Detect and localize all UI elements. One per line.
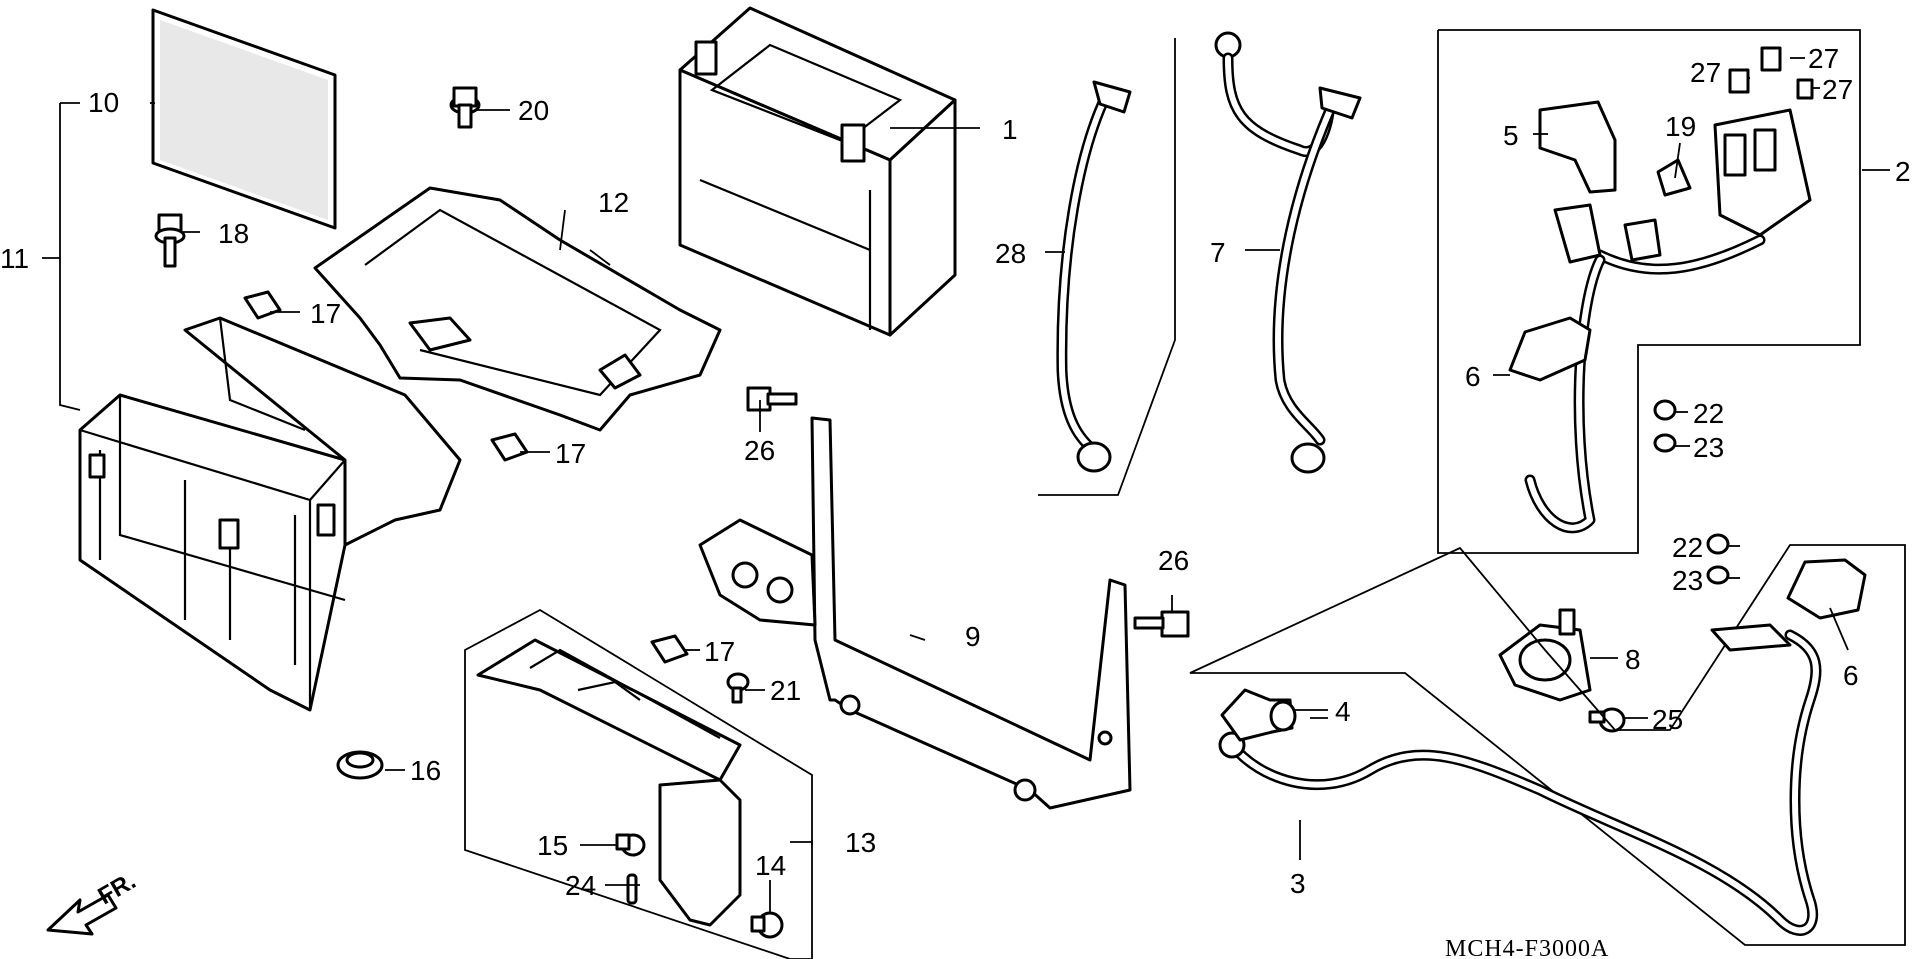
callout-23-b: 23 [1672, 565, 1703, 596]
part-20-bolt [449, 86, 481, 129]
part-17-clip-a [243, 290, 282, 320]
callout-20: 20 [518, 95, 549, 126]
callout-28: 28 [995, 238, 1026, 269]
callout-27-b: 27 [1808, 43, 1839, 74]
callout-labels: 1 2 3 4 5 6 6 7 8 9 10 11 12 13 14 15 16… [0, 43, 1911, 901]
callout-18: 18 [218, 218, 249, 249]
callout-11: 11 [0, 243, 29, 274]
leader-lines [42, 57, 1890, 912]
part-7-battery-cable [1214, 31, 1362, 474]
callout-14: 14 [755, 850, 786, 881]
part-17-clip-c [650, 634, 689, 664]
part-17-clip-b [490, 432, 529, 462]
diagram-code: MCH4-F3000A [1445, 936, 1609, 959]
callout-21: 21 [770, 675, 801, 706]
callout-17-a: 17 [310, 298, 341, 329]
part-22-nut-b [1706, 533, 1730, 555]
group-box-2 [1437, 29, 1861, 554]
part-22-nut-a [1653, 399, 1677, 421]
divider-28 [1038, 38, 1176, 496]
callout-26-a: 26 [744, 435, 775, 466]
part-15-screw [615, 833, 646, 857]
callout-19: 19 [1665, 111, 1696, 142]
part-10-battery-pad [151, 8, 337, 230]
callout-3: 3 [1290, 868, 1306, 899]
callout-25: 25 [1652, 704, 1683, 735]
callout-23-a: 23 [1693, 432, 1724, 463]
part-12-battery-holder [313, 186, 722, 432]
callout-26-b: 26 [1158, 545, 1189, 576]
part-18-bolt [154, 213, 186, 268]
group-box-13 [464, 608, 813, 959]
part-9-battery-bracket [698, 416, 1132, 810]
part-24-pin [626, 873, 638, 905]
part-21-screw [726, 672, 750, 704]
callout-17-b: 17 [555, 438, 586, 469]
part-28-battery-cable [1056, 80, 1132, 473]
callout-6-upper: 6 [1465, 361, 1481, 392]
part-1-battery [678, 6, 957, 337]
callout-15: 15 [537, 830, 568, 861]
callout-24: 24 [565, 870, 596, 901]
callout-22-b: 22 [1672, 532, 1703, 563]
callout-1: 1 [1002, 114, 1018, 145]
callout-4: 4 [1335, 696, 1351, 727]
callout-27-a: 27 [1690, 57, 1721, 88]
part-6-cover-a [1508, 316, 1592, 382]
part-4-terminal-cover [1220, 688, 1297, 742]
part-14-screw [750, 911, 784, 939]
part-23-washer-b [1706, 565, 1730, 585]
callout-10: 10 [88, 87, 119, 118]
group-box-3 [1189, 544, 1906, 946]
part-8-starter-relay [1498, 608, 1592, 702]
part-3-battery-cable [1218, 623, 1822, 936]
part-26-bolt-b [1133, 610, 1190, 638]
callout-5: 5 [1503, 120, 1519, 151]
callout-2: 2 [1895, 156, 1911, 187]
part-27-fuse-b [1760, 46, 1782, 72]
callout-12: 12 [598, 187, 629, 218]
callout-22-a: 22 [1693, 398, 1724, 429]
part-27-fuse-a [1728, 68, 1750, 94]
callout-7: 7 [1210, 237, 1226, 268]
part-5-cover [1538, 100, 1617, 194]
part-26-bolt-a [746, 386, 798, 412]
callout-6-lower: 6 [1843, 660, 1859, 691]
part-23-washer-a [1653, 433, 1677, 453]
callout-16: 16 [410, 755, 441, 786]
part-11-battery-case [78, 316, 462, 712]
front-direction-arrow [46, 893, 118, 936]
part-2-relay-harness [1524, 108, 1812, 534]
part-16-grommet [336, 750, 384, 780]
callout-8: 8 [1625, 644, 1641, 675]
part-6-cover-b [1786, 558, 1867, 620]
part-13-battery-cover [476, 638, 742, 927]
part-27-fuse-c [1796, 78, 1814, 100]
callout-13: 13 [845, 827, 876, 858]
callout-27-c: 27 [1822, 74, 1853, 105]
callout-17-c: 17 [704, 636, 735, 667]
callout-9: 9 [965, 621, 981, 652]
part-19-fuse [1656, 158, 1692, 197]
